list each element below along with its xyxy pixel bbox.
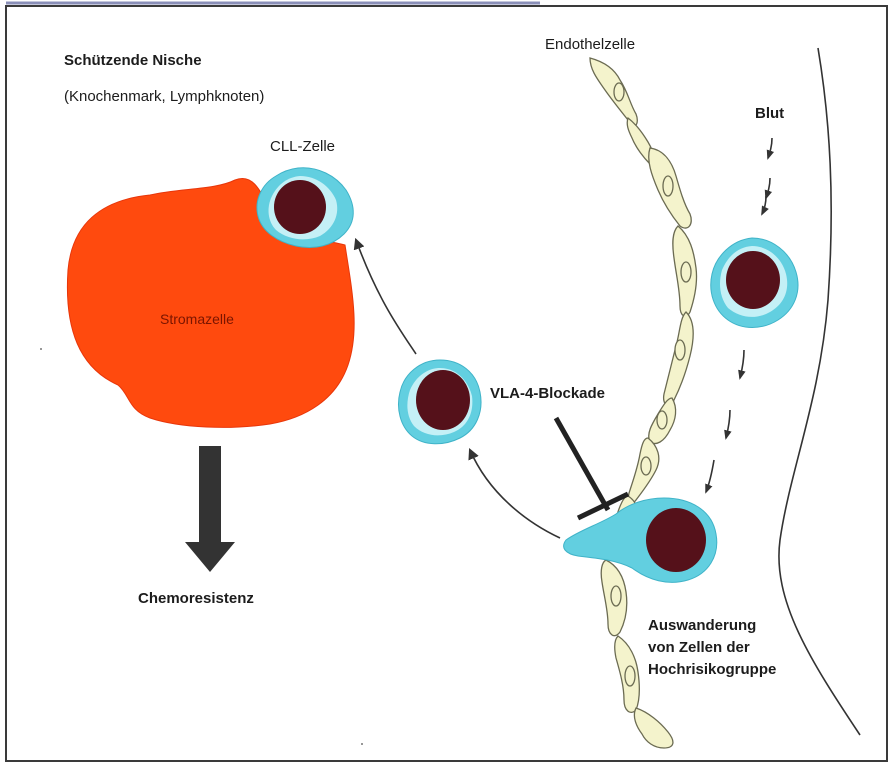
endothelial-cell — [634, 708, 673, 748]
migration-arrow-to-niche — [356, 240, 416, 354]
endothelial-nucleus — [625, 666, 635, 686]
cll-cell-label: CLL-Zelle — [270, 138, 335, 156]
endothelial-cell-label: Endothelzelle — [545, 36, 635, 54]
migration-label: Auswanderung von Zellen der Hochrisikogr… — [648, 615, 776, 681]
niche-title: Schützende Nische — [64, 52, 202, 70]
vla4-blockade-inhibitor — [556, 418, 628, 518]
vla4-blockade-label: VLA-4-Blockade — [490, 385, 605, 403]
cll-cell-blood — [711, 238, 798, 328]
blood-label: Blut — [755, 105, 784, 123]
endothelial-nucleus — [675, 340, 685, 360]
endothelial-nucleus — [657, 411, 667, 429]
chemoresistance-label: Chemoresistenz — [138, 590, 254, 608]
migration-label-line: Auswanderung — [648, 615, 776, 637]
endothelial-nucleus — [663, 176, 673, 196]
cll-cell-transmigrating — [564, 498, 717, 582]
chemoresistance-arrow — [185, 446, 235, 572]
vessel-wall — [779, 48, 860, 735]
endothelial-nucleus — [681, 262, 691, 282]
migration-label-line: von Zellen der — [648, 637, 776, 659]
endothelial-nucleus — [614, 83, 624, 101]
migration-label-line: Hochrisikogruppe — [648, 659, 776, 681]
cll-cell-migrating — [399, 360, 482, 444]
speck — [361, 743, 363, 745]
niche-subtitle: (Knochenmark, Lymphknoten) — [64, 88, 264, 106]
stroma-cell-label: Stromazelle — [160, 310, 234, 328]
endothelial-nucleus — [611, 586, 621, 606]
endothelial-nucleus — [641, 457, 651, 475]
speck — [40, 348, 42, 350]
migration-arrow-to-circulation — [470, 450, 560, 538]
cll-cell-attached — [257, 168, 353, 248]
